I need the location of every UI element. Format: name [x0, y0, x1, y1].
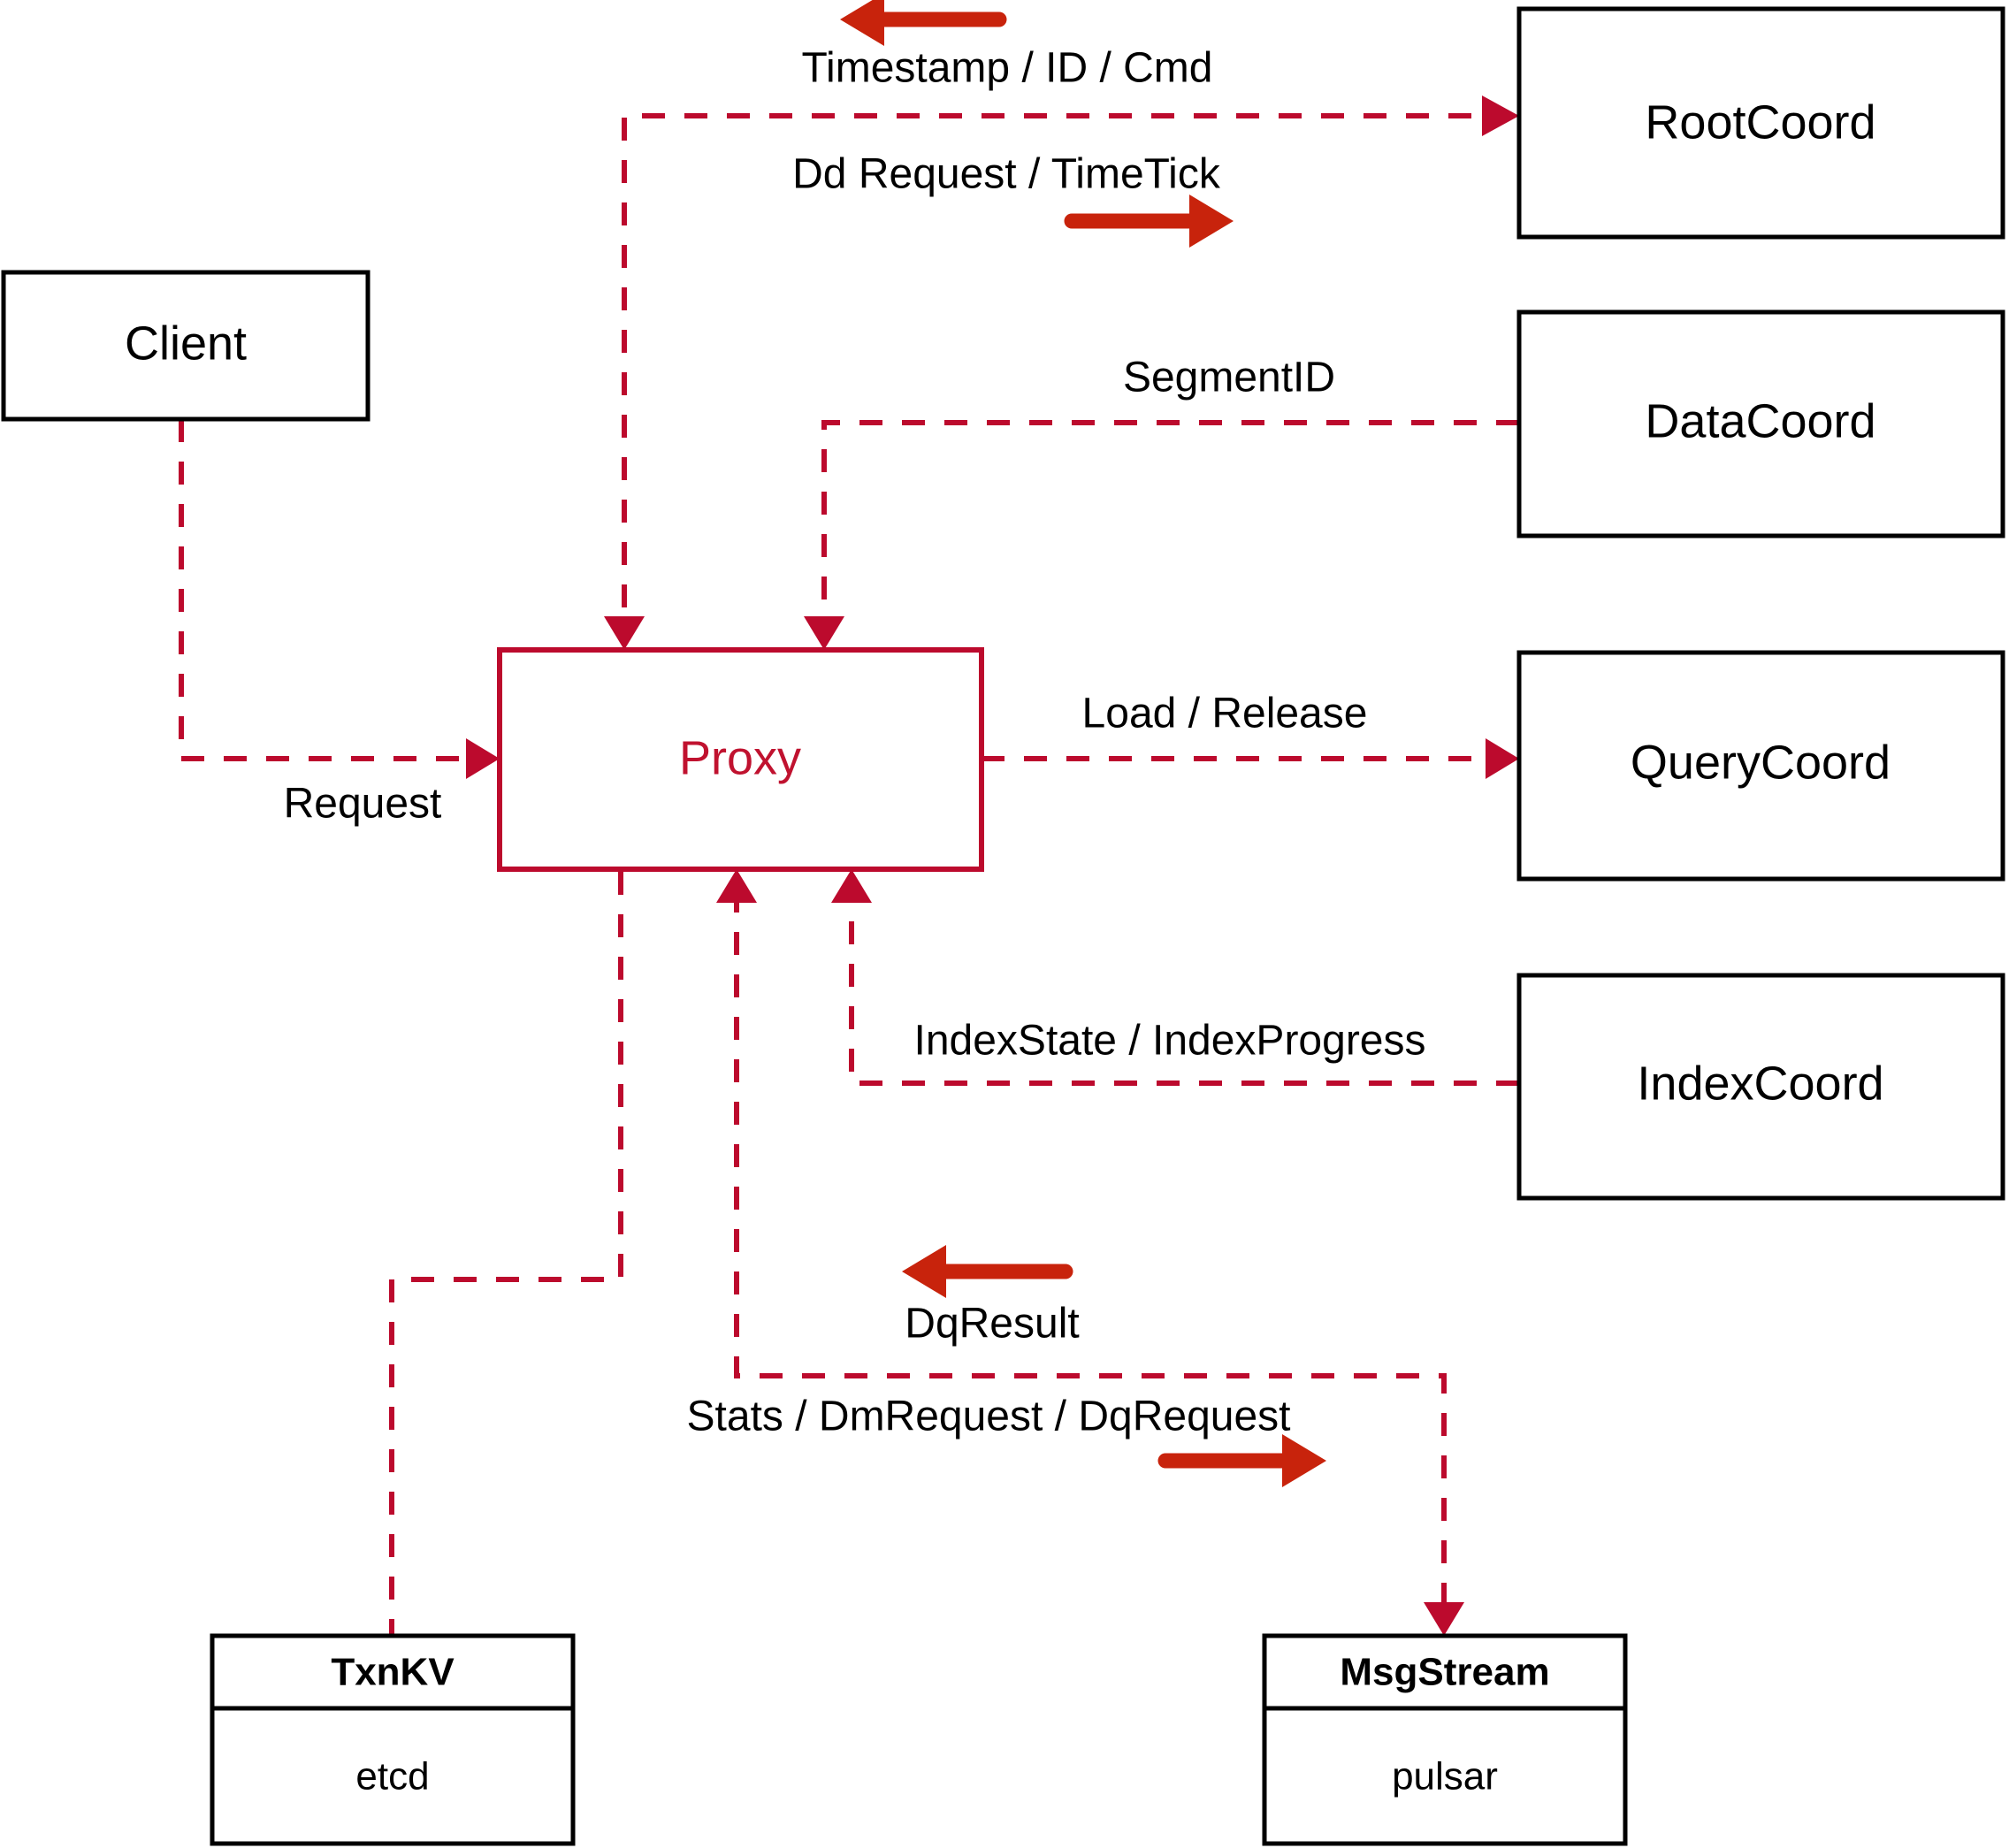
node-client-label: Client [125, 317, 247, 370]
node-rootcoord-label: RootCoord [1645, 95, 1875, 149]
node-indexcoord[interactable]: IndexCoord [1516, 973, 2005, 1201]
arrowhead-proxy-top-right [804, 616, 844, 650]
edge-label-dd-request-timetick: Dd Request / TimeTick [792, 151, 1221, 198]
direction-arrow-timestamp-left [840, 0, 1007, 46]
edge-label-load-release: Load / Release [1082, 691, 1368, 737]
arrowhead-msgstream-top [1424, 1602, 1464, 1636]
node-indexcoord-label: IndexCoord [1637, 1057, 1883, 1110]
edge-proxy-msgstream [716, 869, 1464, 1636]
edge-label-dq-result: DqResult [905, 1301, 1079, 1348]
edge-proxy-to-querycoord [982, 738, 1519, 779]
arrowhead-proxy-left [466, 738, 500, 779]
edge-label-stats-dm-dq-request: Stats / DmRequest / DqRequest [687, 1394, 1291, 1440]
node-datacoord-label: DataCoord [1645, 394, 1875, 447]
node-rootcoord[interactable]: RootCoord [1516, 6, 2005, 240]
edge-label-request: Request [284, 781, 442, 828]
edge-label-timestamp-id-cmd: Timestamp / ID / Cmd [802, 45, 1213, 92]
edge-rootcoord-to-proxy [604, 95, 1519, 650]
node-proxy[interactable]: Proxy [497, 647, 984, 872]
direction-arrow-ddrequest-right [1064, 195, 1234, 248]
node-msgstream-label: MsgStream [1340, 1651, 1549, 1694]
node-querycoord-label: QueryCoord [1631, 736, 1891, 789]
edge-label-segmentid: SegmentID [1123, 355, 1335, 401]
node-txnkv[interactable]: TxnKV etcd [210, 1633, 576, 1846]
arrowhead-querycoord-left [1486, 738, 1519, 779]
node-querycoord[interactable]: QueryCoord [1516, 650, 2005, 882]
arrowhead-proxy-top-left [604, 616, 645, 650]
node-client[interactable]: Client [1, 270, 370, 422]
arrowhead-proxy-bottom-right [831, 869, 872, 903]
edge-proxy-to-txnkv [389, 872, 623, 1636]
edge-client-to-proxy [179, 419, 500, 779]
direction-arrow-dqresult-left [902, 1245, 1073, 1298]
edge-datacoord-to-proxy [804, 420, 1519, 650]
edge-indexcoord-to-proxy [831, 869, 1519, 1086]
node-txnkv-impl: etcd [355, 1755, 429, 1798]
edge-label-index-state-progress: IndexState / IndexProgress [914, 1018, 1426, 1065]
node-msgstream[interactable]: MsgStream pulsar [1262, 1633, 1628, 1846]
node-txnkv-label: TxnKV [331, 1651, 455, 1694]
arrowhead-proxy-bottom-middle [716, 869, 757, 903]
node-proxy-label: Proxy [679, 731, 801, 784]
direction-arrow-dqrequest-right [1157, 1434, 1326, 1487]
node-msgstream-impl: pulsar [1392, 1755, 1498, 1798]
node-datacoord[interactable]: DataCoord [1516, 309, 2005, 538]
arrowhead-rootcoord-left [1482, 95, 1519, 136]
